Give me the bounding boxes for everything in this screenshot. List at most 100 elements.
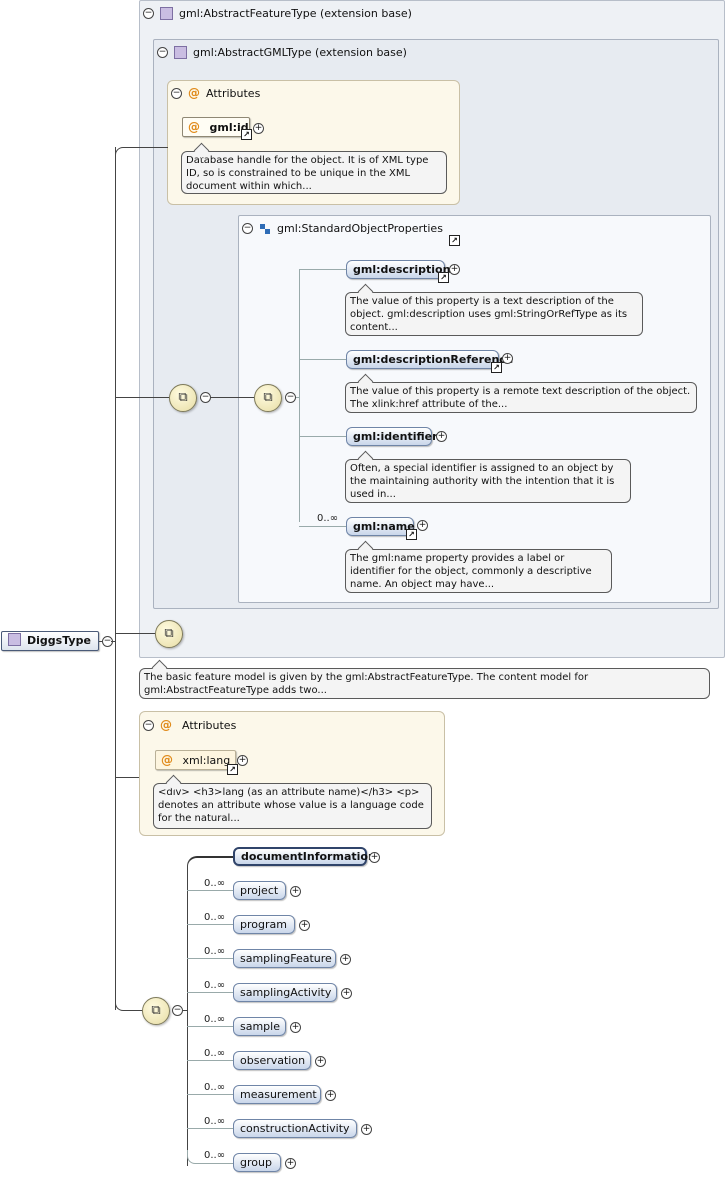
expand-icon[interactable]: +: [436, 431, 447, 442]
root-label: DiggsType: [27, 634, 91, 647]
diggs-attributes-title: Attributes: [182, 718, 237, 732]
expand-icon[interactable]: +: [502, 353, 513, 364]
gml-identifier-element[interactable]: gml:identifier: [346, 427, 438, 446]
complex-type-icon: [160, 7, 173, 20]
connector: [115, 147, 168, 157]
diggs-attributes-header[interactable]: − @ Attributes: [143, 718, 236, 732]
connector: [99, 641, 102, 642]
reference-arrow-icon: ↗: [449, 235, 460, 246]
connector: [187, 856, 233, 1166]
group-icon: [259, 223, 271, 235]
element-label: documentInformation: [241, 850, 376, 863]
connector: [115, 777, 140, 778]
complex-type-icon: [8, 633, 21, 646]
expand-icon[interactable]: +: [285, 1158, 296, 1169]
xml-lang-attribute[interactable]: @ xml:lang: [155, 750, 236, 770]
standard-object-properties-label: gml:StandardObjectProperties: [277, 222, 443, 235]
gml-attributes-header[interactable]: − @ Attributes: [171, 86, 260, 100]
reference-arrow-icon: ↗: [241, 129, 252, 140]
element-label: measurement: [240, 1088, 317, 1101]
expand-icon[interactable]: +: [325, 1090, 336, 1101]
sequence-compositor-icon[interactable]: ⧉: [142, 997, 170, 1025]
expand-icon[interactable]: +: [340, 954, 351, 965]
gml-identifier-note: Often, a special identifier is assigned …: [345, 459, 631, 503]
expand-icon[interactable]: +: [361, 1124, 372, 1135]
connector: [187, 890, 233, 891]
sampling-activity-element[interactable]: samplingActivity: [233, 983, 337, 1002]
expand-icon[interactable]: +: [299, 920, 310, 931]
collapse-icon[interactable]: −: [200, 392, 211, 403]
gml-id-note: Database handle for the object. It is of…: [181, 151, 447, 194]
element-label: project: [240, 884, 279, 897]
collapse-icon[interactable]: −: [157, 47, 168, 58]
observation-element[interactable]: observation: [233, 1051, 311, 1070]
expand-icon[interactable]: +: [290, 886, 301, 897]
expand-icon[interactable]: +: [449, 264, 460, 275]
gml-description-reference-element[interactable]: gml:descriptionReference: [346, 350, 513, 369]
reference-arrow-icon: ↗: [438, 272, 449, 283]
collapse-icon[interactable]: −: [285, 392, 296, 403]
gml-name-element[interactable]: gml:name: [346, 517, 415, 536]
program-element[interactable]: program: [233, 915, 295, 934]
sequence-compositor-icon[interactable]: ⧉: [155, 620, 183, 648]
attribute-icon: @: [161, 753, 173, 767]
collapse-icon[interactable]: −: [171, 87, 182, 99]
xml-lang-note: <div> <h3>lang (as an attribute name)</h…: [153, 783, 432, 829]
connector: [115, 633, 155, 634]
expand-icon[interactable]: +: [417, 520, 428, 531]
standard-object-properties-header[interactable]: − gml:StandardObjectProperties: [242, 222, 443, 235]
document-information-element[interactable]: documentInformation: [233, 847, 376, 866]
feature-extension-label: gml:AbstractFeatureType (extension base): [179, 7, 412, 20]
cardinality-label: 0..∞: [204, 1150, 226, 1161]
cardinality-label: 0..∞: [204, 980, 226, 991]
element-label: gml:identifier: [353, 430, 438, 443]
diggs-type-root[interactable]: DiggsType: [1, 631, 99, 651]
sample-element[interactable]: sample: [233, 1017, 286, 1036]
measurement-element[interactable]: measurement: [233, 1085, 321, 1104]
feature-type-note: The basic feature model is given by the …: [139, 668, 710, 699]
connector: [187, 1026, 233, 1027]
connector: [187, 924, 233, 925]
expand-icon[interactable]: +: [253, 123, 264, 134]
sampling-feature-element[interactable]: samplingFeature: [233, 949, 336, 968]
connector: [299, 436, 346, 437]
gml-description-element[interactable]: gml:description: [346, 260, 450, 279]
collapse-icon[interactable]: −: [242, 223, 253, 234]
expand-icon[interactable]: +: [369, 852, 380, 863]
cardinality-label: 0..∞: [204, 1048, 226, 1059]
element-label: program: [240, 918, 287, 931]
connector: [299, 359, 346, 360]
element-label: constructionActivity: [240, 1122, 350, 1135]
expand-icon[interactable]: +: [341, 988, 352, 999]
gml-attributes-title: Attributes: [206, 86, 261, 100]
connector: [187, 1094, 233, 1095]
project-element[interactable]: project: [233, 881, 286, 900]
cardinality-label: 0..∞: [317, 513, 339, 524]
attribute-icon: @: [188, 120, 200, 134]
collapse-icon[interactable]: −: [143, 719, 154, 731]
cardinality-label: 0..∞: [204, 1014, 226, 1025]
element-label: samplingActivity: [240, 986, 332, 999]
connector: [294, 397, 300, 398]
feature-extension-header[interactable]: − gml:AbstractFeatureType (extension bas…: [143, 7, 412, 20]
expand-icon[interactable]: +: [315, 1056, 326, 1067]
collapse-icon[interactable]: −: [143, 8, 154, 19]
connector: [187, 958, 233, 959]
construction-activity-element[interactable]: constructionActivity: [233, 1119, 357, 1138]
sequence-compositor-icon[interactable]: ⧉: [254, 384, 282, 412]
reference-arrow-icon: ↗: [491, 362, 502, 373]
element-label: sample: [240, 1020, 280, 1033]
expand-icon[interactable]: +: [237, 755, 248, 766]
gml-description-reference-note: The value of this property is a remote t…: [345, 382, 697, 413]
sequence-compositor-icon[interactable]: ⧉: [169, 384, 197, 412]
connector: [299, 526, 346, 527]
cardinality-label: 0..∞: [204, 1116, 226, 1127]
xml-lang-label: xml:lang: [182, 754, 231, 767]
gml-id-attribute[interactable]: @ gml:id: [182, 117, 250, 137]
expand-icon[interactable]: +: [290, 1022, 301, 1033]
gml-name-note: The gml:name property provides a label o…: [345, 549, 612, 593]
collapse-icon[interactable]: −: [172, 1005, 183, 1016]
connector: [115, 997, 143, 1011]
group-element[interactable]: group: [233, 1153, 281, 1172]
gml-extension-header[interactable]: − gml:AbstractGMLType (extension base): [157, 46, 407, 59]
